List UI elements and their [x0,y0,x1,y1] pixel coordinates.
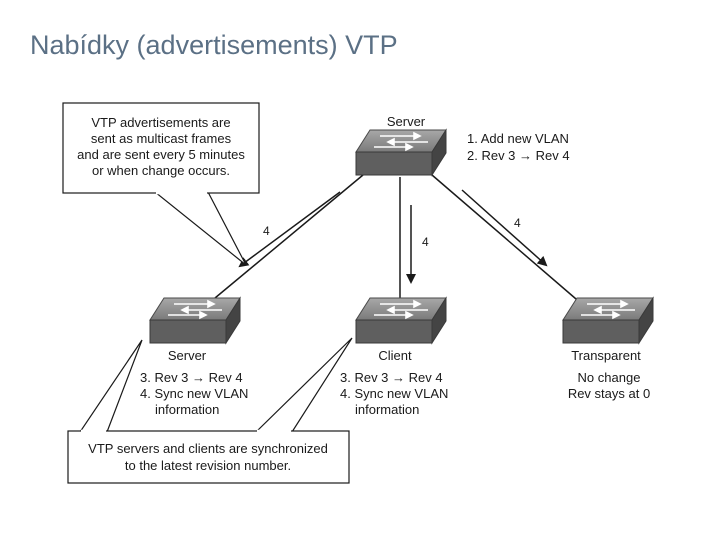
arrow-label-left: 4 [263,224,270,238]
switch-transparent-icon [562,296,654,345]
callout-top: VTP advertisements are sent as multicast… [62,102,260,266]
advertisement-arrows [238,189,548,284]
arrow-label-middle: 4 [422,235,429,249]
switch-client-icon [355,296,447,345]
callout-top-line-3: and are sent every 5 minutes [77,147,245,162]
callout-top-line-4: or when change occurs. [92,163,230,178]
client-note-2: 4. Sync new VLAN [340,386,448,401]
left-server-label: Server [168,348,207,363]
top-server-label: Server [387,114,426,129]
arrow-to-left-server [238,191,341,268]
left-server-note-2: 4. Sync new VLAN [140,386,248,401]
page-title: Nabídky (advertisements) VTP [30,30,398,60]
transparent-label: Transparent [571,348,641,363]
arrow-to-transparent [461,189,548,267]
callout-bottom-line-1: VTP servers and clients are synchronized [88,441,328,456]
callout-top-line-1: VTP advertisements are [91,115,230,130]
left-server-note-1: 3. Rev 3 → Rev 4 [140,370,243,385]
arrow-label-right: 4 [514,216,521,230]
top-server-note-2: 2. Rev 3 → Rev 4 [467,148,570,163]
callout-top-line-2: sent as multicast frames [91,131,232,146]
top-server-note-1: 1. Add new VLAN [467,131,569,146]
left-server-note-3: information [155,402,219,417]
switch-top-server-icon [355,128,447,177]
client-note-1: 3. Rev 3 → Rev 4 [340,370,443,385]
switch-left-server-icon [149,296,241,345]
callout-bottom-line-2: to the latest revision number. [125,458,291,473]
connection-lines [214,174,584,306]
callout-bottom: VTP servers and clients are synchronized… [67,337,353,484]
link-top-left [214,174,364,299]
link-top-transparent [431,174,584,306]
client-note-3: information [355,402,419,417]
client-label: Client [378,348,412,363]
transparent-note-2: Rev stays at 0 [568,386,650,401]
transparent-note-1: No change [578,370,641,385]
